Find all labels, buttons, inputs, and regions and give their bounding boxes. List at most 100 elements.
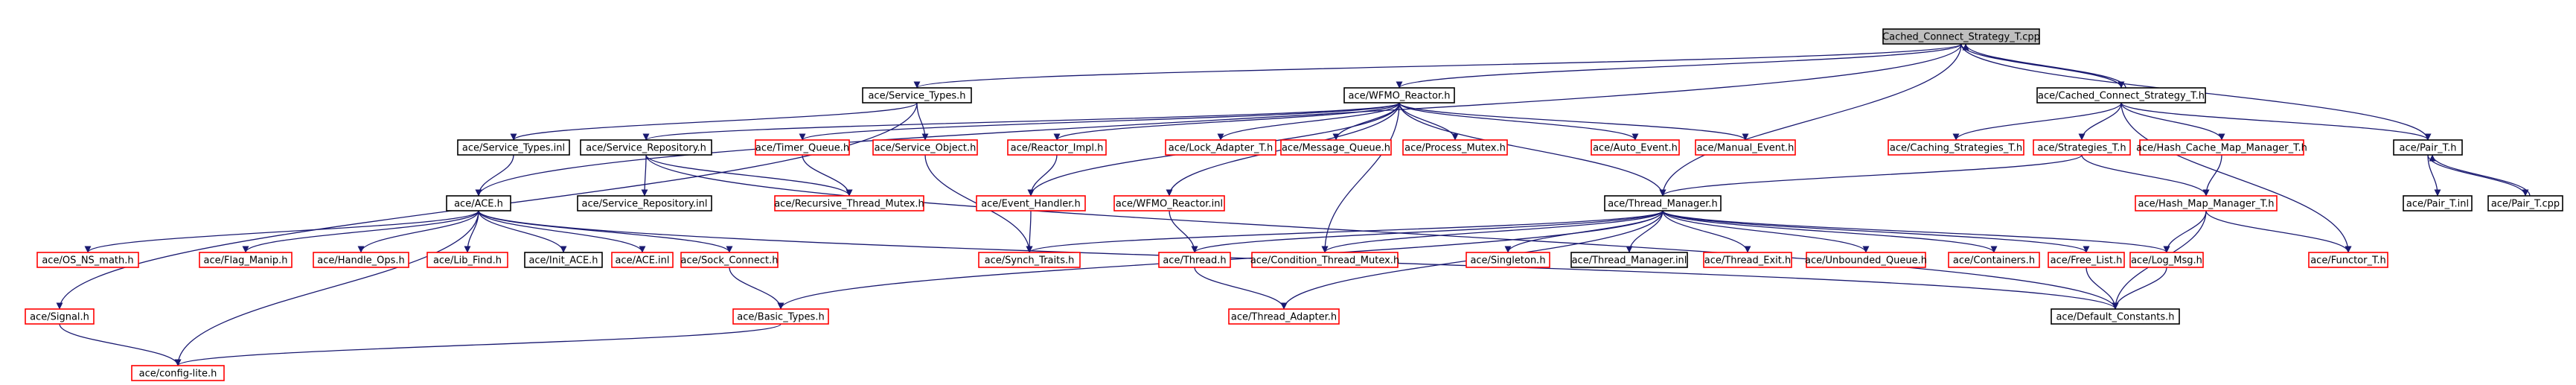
edge-pair_cpp-to-pair_h [2429, 154, 2531, 197]
node-box [1280, 139, 1392, 156]
node-ace-wfmo-reactor-h[interactable]: ace/WFMO_Reactor.h [1343, 87, 1455, 104]
edge-svc_types_inl-to-ace_h [475, 154, 514, 197]
node-ace-thread-manager-inl[interactable]: ace/Thread_Manager.inl [1570, 252, 1688, 268]
node-ace-functor-t-h[interactable]: ace/Functor_T.h [2308, 252, 2388, 268]
node-label: ace/Thread_Manager.inl [1572, 255, 1687, 267]
node-ace-signal-h[interactable]: ace/Signal.h [25, 308, 95, 325]
node-ace-log-msg-h[interactable]: ace/Log_Msg.h [2129, 252, 2204, 268]
node-ace-thread-adapter-h[interactable]: ace/Thread_Adapter.h [1228, 308, 1340, 325]
node-ace-event-handler-h[interactable]: ace/Event_Handler.h [976, 195, 1086, 211]
graph-edges [56, 43, 2531, 366]
node-ace-condition-thread-mutex-h[interactable]: ace/Condition_Thread_Mutex.h [1250, 252, 1399, 268]
node-ace-singleton-h[interactable]: ace/Singleton.h [1466, 252, 1550, 268]
node-ace-process-mutex-h[interactable]: ace/Process_Mutex.h [1402, 139, 1508, 156]
node-box [1228, 308, 1340, 325]
node-ace-synch-traits-h[interactable]: ace/Synch_Traits.h [978, 252, 1081, 268]
node-ace-message-queue-h[interactable]: ace/Message_Queue.h [1280, 139, 1392, 156]
node-ace-pair-t-inl[interactable]: ace/Pair_T.inl [2403, 195, 2473, 211]
edge-hash_map_h-to-log_msg_h [2163, 210, 2207, 253]
node-label: ace/Service_Object.h [875, 143, 977, 154]
node-ace-strategies-t-h[interactable]: ace/Strategies_T.h [2033, 139, 2131, 156]
node-ace-auto-event-h[interactable]: ace/Auto_Event.h [1591, 139, 1680, 156]
node-label: ace/Condition_Thread_Mutex.h [1250, 255, 1399, 267]
edge-wfmo_h-to-timer_queue_h [799, 102, 1400, 141]
edge-svc_types_h-to-svc_types_inl [510, 102, 918, 141]
node-ace-cached-connect-strategy-t-h[interactable]: ace/Cached_Connect_Strategy_T.h [2036, 87, 2206, 104]
node-label: ace/Default_Constants.h [2056, 312, 2174, 323]
node-box [1703, 252, 1792, 268]
node-ace-pair-t-cpp[interactable]: ace/Pair_T.cpp [2487, 195, 2563, 211]
edge-root-to-svc_types_h [913, 43, 1962, 89]
node-ace-lock-adapter-t-h[interactable]: ace/Lock_Adapter_T.h [1165, 139, 1276, 156]
node-ace-sock-connect-h[interactable]: ace/Sock_Connect.h [680, 252, 779, 268]
node-ace-timer-queue-h[interactable]: ace/Timer_Queue.h [755, 139, 850, 156]
node-label: ace/config-lite.h [139, 369, 217, 380]
node-label: ace/Thread_Manager.h [1608, 199, 1718, 210]
node-ace-wfmo-reactor-inl[interactable]: ace/WFMO_Reactor.inl [1113, 195, 1225, 211]
node-ace-service-repository-h[interactable]: ace/Service_Repository.h [580, 139, 712, 156]
edge-signal_h-to-config_lite_h [59, 323, 182, 366]
node-ace-lib-find-h[interactable]: ace/Lib_Find.h [426, 252, 508, 268]
node-ace-thread-exit-h[interactable]: ace/Thread_Exit.h [1703, 252, 1792, 268]
node-label: ace/WFMO_Reactor.inl [1116, 199, 1223, 210]
node-box [2135, 195, 2278, 211]
node-box [755, 139, 850, 156]
node-box [2051, 308, 2180, 325]
node-box [1466, 252, 1550, 268]
node-ace-hash-map-manager-t-h[interactable]: ace/Hash_Map_Manager_T.h [2135, 195, 2278, 211]
node-box [862, 87, 972, 104]
node-ace-init-ace-h[interactable]: ace/Init_ACE.h [524, 252, 603, 268]
edge-strategies_h-to-hash_map_h [2081, 154, 2210, 197]
node-label: ace/Message_Queue.h [1282, 143, 1390, 154]
node-label: ace/Basic_Types.h [737, 312, 824, 323]
node-ace-ace-h[interactable]: ace/ACE.h [446, 195, 511, 211]
node-ace-service-repository-inl[interactable]: ace/Service_Repository.inl [577, 195, 712, 211]
node-ace-free-list-h[interactable]: ace/Free_List.h [2048, 252, 2125, 268]
node-box [36, 252, 139, 268]
node-label: ace/Thread.h [1163, 255, 1226, 267]
node-label: ace/Handle_Ops.h [317, 255, 404, 267]
node-ace-hash-cache-map-manager-t-h[interactable]: ace/Hash_Cache_Map_Manager_T.h [2136, 139, 2307, 156]
node-box [2308, 252, 2388, 268]
node-box [1570, 252, 1688, 268]
node-ace-pair-t-h[interactable]: ace/Pair_T.h [2393, 139, 2463, 156]
node-box [1591, 139, 1680, 156]
node-ace-thread-h[interactable]: ace/Thread.h [1158, 252, 1231, 268]
node-box [2129, 252, 2204, 268]
node-label: ace/Service_Types.inl [462, 143, 565, 154]
node-ace-reactor-impl-h[interactable]: ace/Reactor_Impl.h [1007, 139, 1107, 156]
node-ace-flag-manip-h[interactable]: ace/Flag_Manip.h [199, 252, 293, 268]
node-box [2487, 195, 2563, 211]
node-ace-service-types-inl[interactable]: ace/Service_Types.inl [457, 139, 570, 156]
node-ace-handle-ops-h[interactable]: ace/Handle_Ops.h [313, 252, 409, 268]
node-label: ace/Manual_Event.h [1697, 143, 1794, 154]
node-ace-default-constants-h[interactable]: ace/Default_Constants.h [2051, 308, 2180, 325]
edge-wfmo_inl-to-thread_h [1169, 210, 1198, 253]
edge-reactor_impl_h-to-event_handler_h [1027, 154, 1058, 197]
node-label: ace/ACE.inl [615, 255, 669, 267]
node-ace-basic-types-h[interactable]: ace/Basic_Types.h [732, 308, 829, 325]
node-ace-thread-manager-h[interactable]: ace/Thread_Manager.h [1604, 195, 1722, 211]
node-ace-service-object-h[interactable]: ace/Service_Object.h [872, 139, 978, 156]
node-label: ace/Thread_Exit.h [1704, 255, 1791, 267]
node-cached-connect-strategy-t-cpp: Cached_Connect_Strategy_T.cpp [1882, 28, 2040, 45]
node-ace-config-lite-h[interactable]: ace/config-lite.h [131, 365, 225, 381]
node-box [978, 252, 1081, 268]
edge-svc_repo_h-to-svc_repo_inl [641, 154, 648, 197]
node-ace-manual-event-h[interactable]: ace/Manual_Event.h [1695, 139, 1796, 156]
edge-wfmo_h-to-svc_repo_h [642, 102, 1400, 141]
edge-svc_repo_h-to-rec_thread_mutex_h [645, 154, 853, 197]
node-ace-service-types-h[interactable]: ace/Service_Types.h [862, 87, 972, 104]
edge-ace_h-to-init_ace_h [478, 210, 567, 253]
node-ace-os-ns-math-h[interactable]: ace/OS_NS_math.h [36, 252, 139, 268]
node-ace-unbounded-queue-h[interactable]: ace/Unbounded_Queue.h [1805, 252, 1927, 268]
node-box [2403, 195, 2473, 211]
node-box [774, 195, 924, 211]
node-ace-containers-h[interactable]: ace/Containers.h [1948, 252, 2040, 268]
node-label: ace/Unbounded_Queue.h [1805, 255, 1927, 267]
node-box [1695, 139, 1796, 156]
node-box [199, 252, 293, 268]
node-ace-ace-inl[interactable]: ace/ACE.inl [611, 252, 674, 268]
node-ace-caching-strategies-t-h[interactable]: ace/Caching_Strategies_T.h [1888, 139, 2024, 156]
node-ace-recursive-thread-mutex-h[interactable]: ace/Recursive_Thread_Mutex.h [774, 195, 924, 211]
